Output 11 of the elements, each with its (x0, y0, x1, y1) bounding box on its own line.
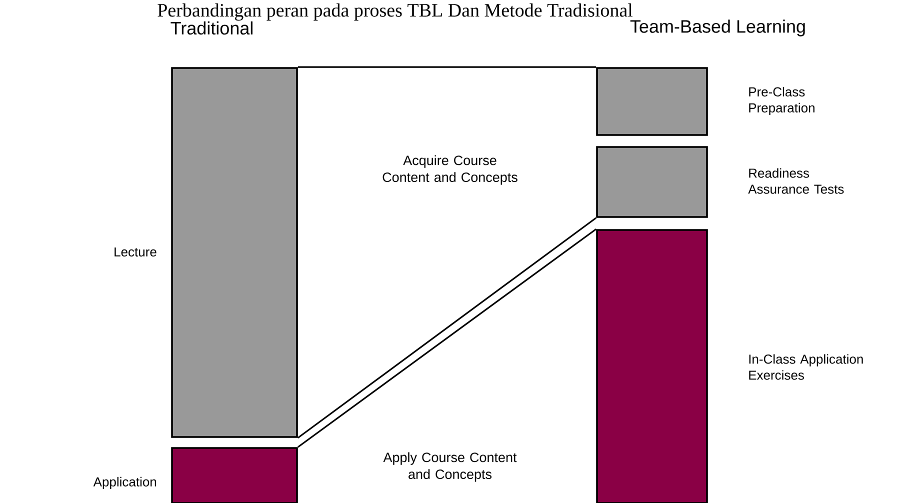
bar-label: Pre-Class Preparation (749, 86, 814, 116)
bar-label: Readiness Assurance Tests (748, 168, 844, 194)
title: Perbandingan peran pada proses TBL Dan Metode Tradisional (158, 3, 633, 21)
bar-label: Lecture (114, 247, 156, 257)
column-heading: Team-Based Learning (630, 20, 805, 36)
phase-label: Apply Course Content and Concepts (383, 452, 517, 482)
phase-label: Acquire Course Content and Concepts (382, 155, 518, 185)
bar-label: In-Class Application Exercises (749, 354, 863, 380)
connector-line (298, 66, 596, 68)
bar-label: Application (93, 476, 156, 490)
column-heading: Traditional (170, 21, 252, 35)
